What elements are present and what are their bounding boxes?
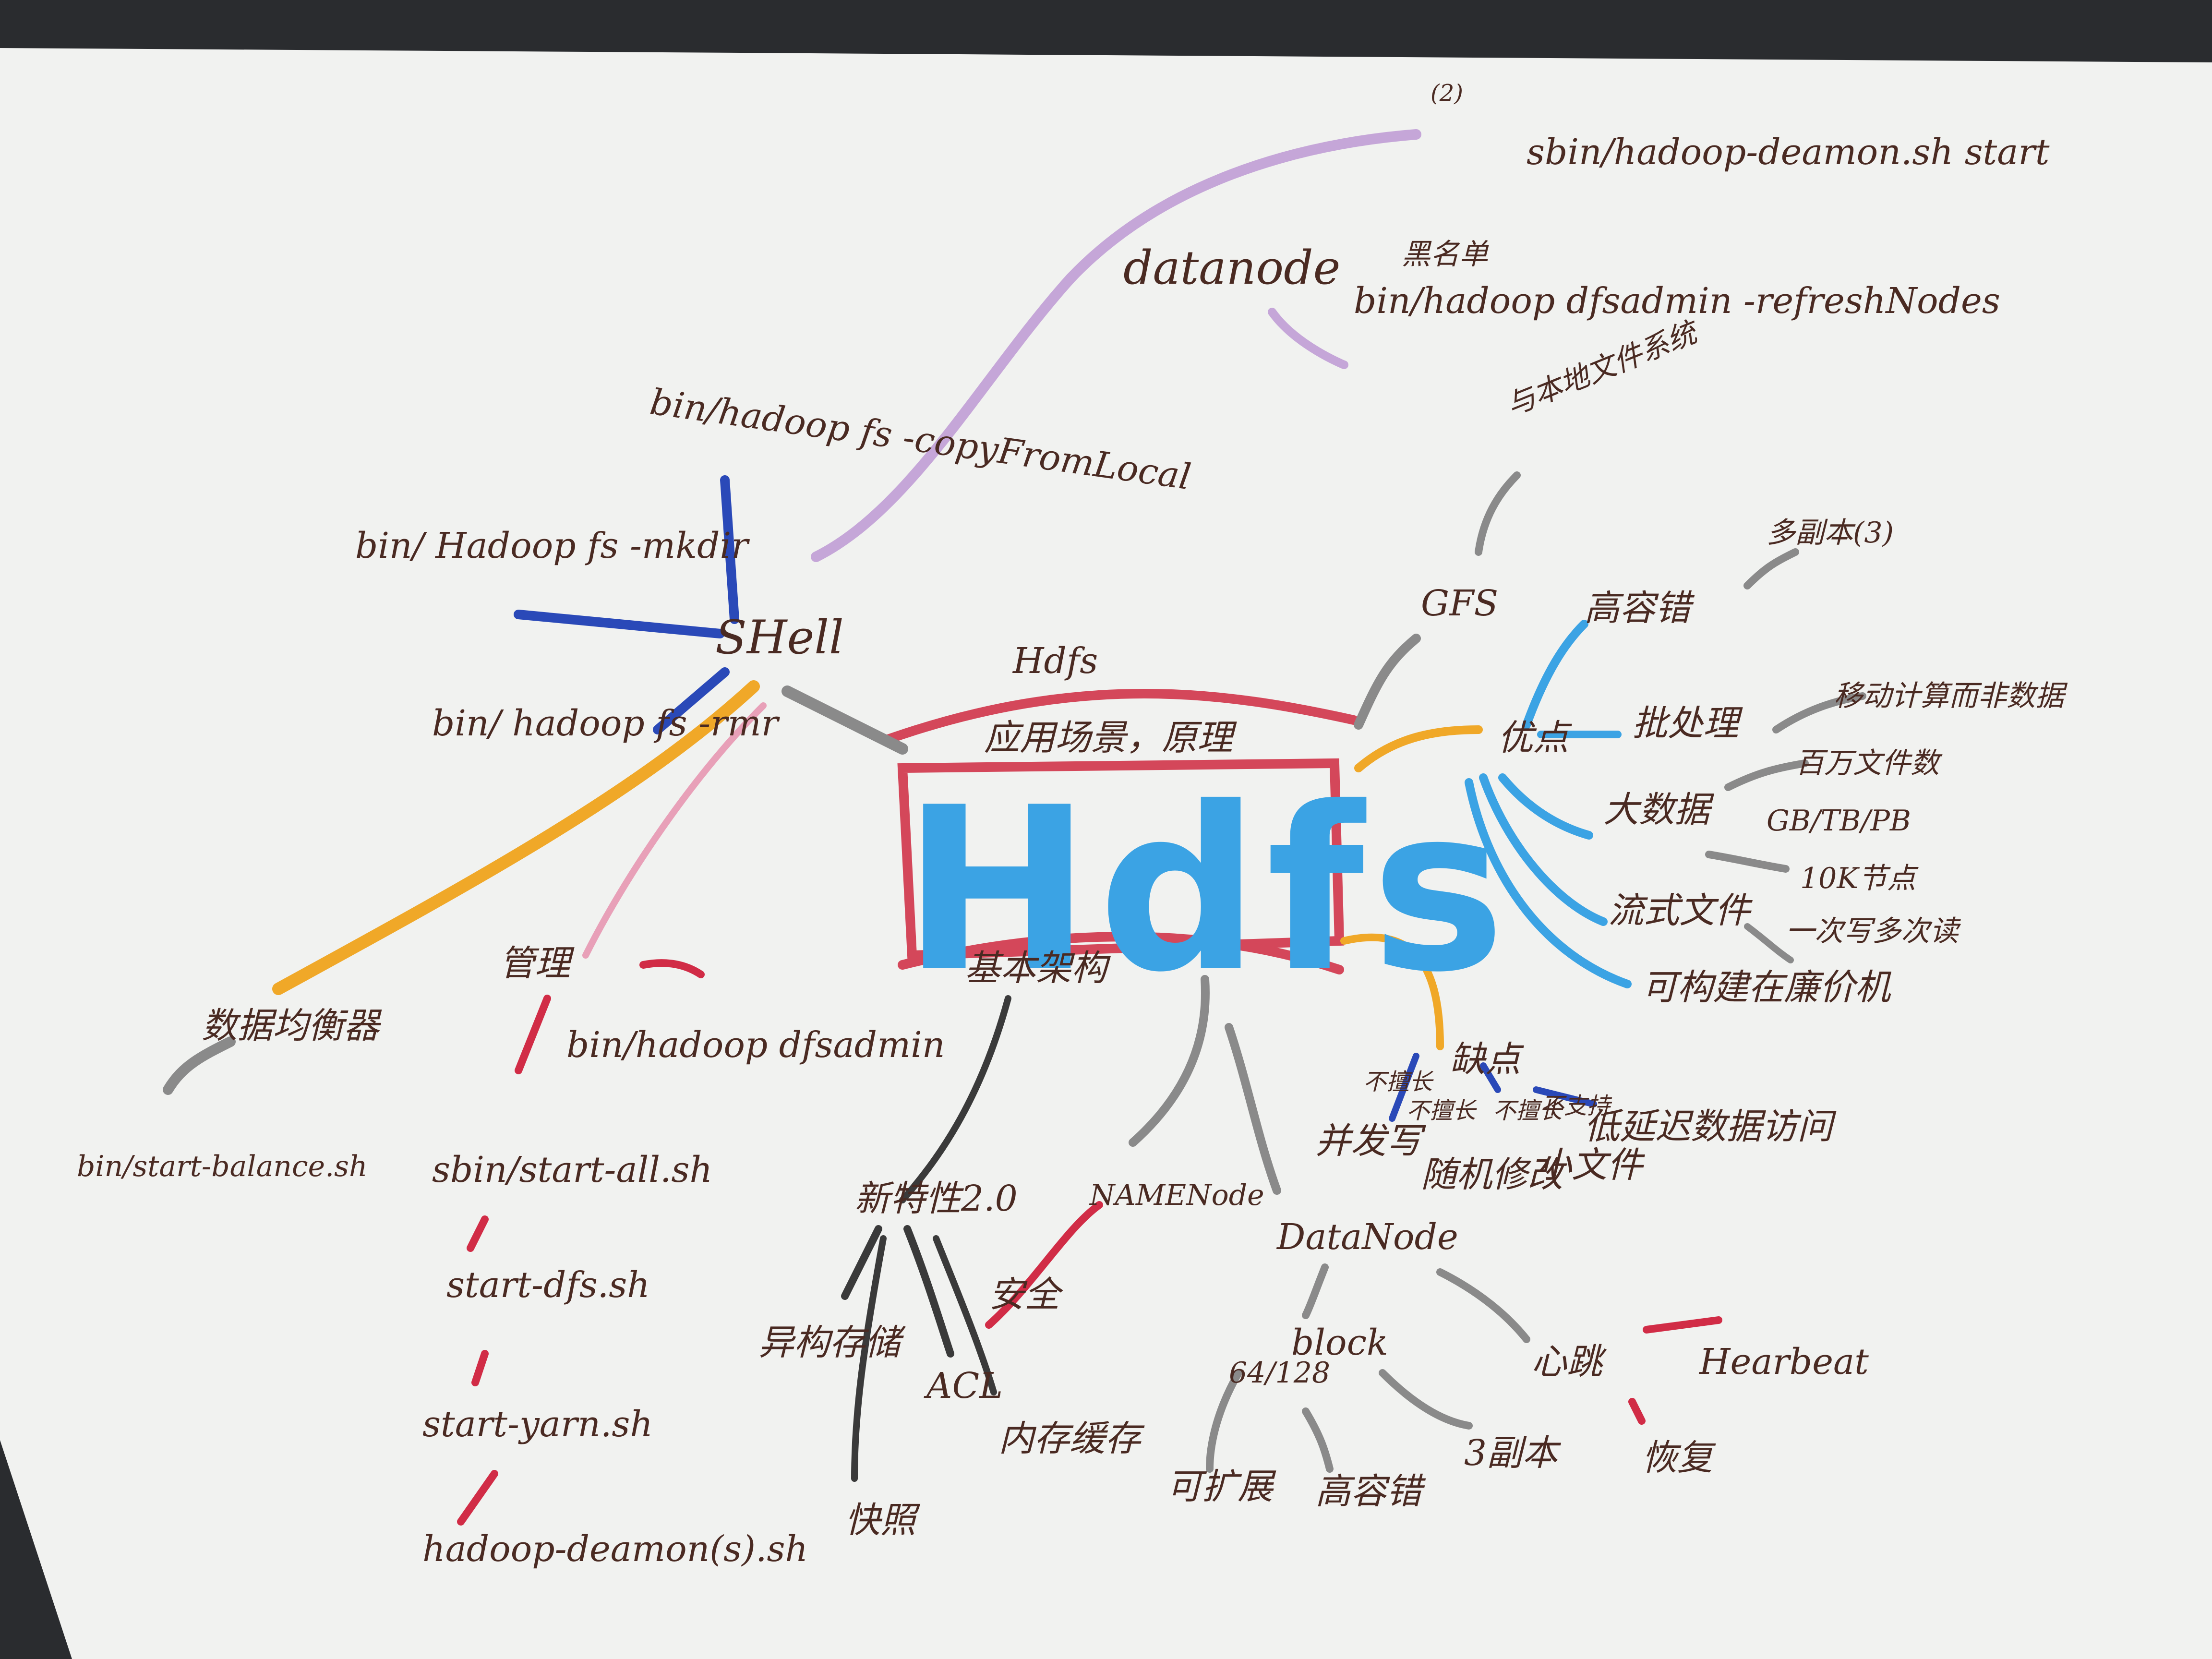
block-size: 64/128 <box>1229 1356 1331 1390</box>
datanode-bottom-label: DataNode <box>1277 1216 1458 1258</box>
cmd-hadoop-daemons: hadoop-deamon(s).sh <box>422 1528 808 1570</box>
right-strokes <box>1340 471 1866 1122</box>
bigdata-size: GB/TB/PB <box>1767 804 1911 838</box>
cmd-start-yarn: start-yarn.sh <box>422 1404 653 1445</box>
dis-tag-2: 不擅长 <box>1407 1097 1476 1124</box>
concurrent-write: 并发写 <box>1315 1120 1422 1162</box>
high-reliability: 高容错 <box>1315 1471 1422 1512</box>
cmd-daemon-start: sbin/hadoop-deamon.sh start <box>1527 132 2050 173</box>
bottom-strokes <box>841 975 1530 1482</box>
low-latency-note: 低延迟数据访问 <box>1584 1106 1833 1147</box>
security-label: 安全 <box>989 1274 1060 1315</box>
paper-sheet <box>0 48 2212 1659</box>
batch-processing: 批处理 <box>1632 703 1739 744</box>
gfs-label: GFS <box>1421 583 1499 624</box>
cmd-dfsadmin: bin/hadoop dfsadmin <box>566 1024 945 1066</box>
heartbeat-en: Hearbeat <box>1699 1341 1869 1382</box>
fault-tolerance-note: 多副本(3) <box>1767 516 1894 550</box>
center-subtitle: 应用场景，原理 <box>984 717 1233 758</box>
datanode-label: datanode <box>1123 241 1341 295</box>
dis-tag-3: 不擅长 <box>1493 1097 1563 1124</box>
small-files: 小文件 <box>1536 1144 1643 1186</box>
cmd-refreshnodes: bin/hadoop dfsadmin -refreshNodes <box>1354 280 2000 322</box>
cmd-start-dfs: start-dfs.sh <box>446 1264 650 1306</box>
random-modify: 随机修改 <box>1421 1154 1563 1195</box>
datanode-step1-mark: (2) <box>1431 80 1463 107</box>
shell-strokes <box>163 129 1421 1095</box>
disadvantages-label: 缺点 <box>1450 1039 1521 1080</box>
heartbeat-cn: 心跳 <box>1531 1341 1602 1382</box>
cmd-mkdir: bin/ Hadoop fs -mkdir <box>355 525 748 566</box>
new-features: 新特性2.0 <box>854 1178 1018 1219</box>
bigdata-nodes: 10K节点 <box>1800 862 1916 895</box>
center-architecture: 基本架构 <box>965 948 1107 989</box>
center-hdfs-logo: Hdfs <box>902 759 1513 1022</box>
streaming-files: 流式文件 <box>1608 890 1750 931</box>
cmd-start-balance: bin/start-balance.sh <box>77 1150 368 1183</box>
fault-tolerance: 高容错 <box>1584 588 1691 629</box>
snapshot-label: 快照 <box>845 1500 916 1541</box>
acl-label: ACL <box>926 1365 1003 1407</box>
advantages-label: 优点 <box>1498 717 1569 758</box>
cmd-rmr: bin/ hadoop fs -rmr <box>432 703 779 744</box>
batch-note: 移动计算而非数据 <box>1834 679 2064 713</box>
balancer-label: 数据均衡器 <box>202 1005 379 1046</box>
shell-label: SHell <box>715 611 844 664</box>
heterogeneous-storage: 异构存储 <box>758 1322 901 1363</box>
center-title: Hdfs <box>1013 640 1098 682</box>
manage-dashes <box>457 959 1722 1526</box>
blacklist-note: 黑名单 <box>1402 238 1488 271</box>
cheap-hardware: 可构建在廉价机 <box>1642 967 1890 1008</box>
scalable-label: 可扩展 <box>1166 1466 1273 1507</box>
three-replicas: 3副本 <box>1464 1432 1558 1474</box>
namenode-label: NAMENode <box>1090 1178 1264 1212</box>
central-box <box>883 689 1358 974</box>
manage-label: 管理 <box>499 943 570 984</box>
memory-cache: 内存缓存 <box>998 1418 1141 1459</box>
recovery-label: 恢复 <box>1642 1437 1713 1479</box>
dis-tag-1: 不擅长 <box>1363 1069 1433 1095</box>
cmd-start-all: sbin/start-all.sh <box>432 1149 713 1190</box>
big-data: 大数据 <box>1603 789 1710 830</box>
dis-tag-4: 不支持 <box>1541 1093 1611 1119</box>
block-label: block <box>1291 1322 1388 1363</box>
streaming-note: 一次写多次读 <box>1786 914 1959 948</box>
bigdata-files: 百万文件数 <box>1795 746 1939 780</box>
